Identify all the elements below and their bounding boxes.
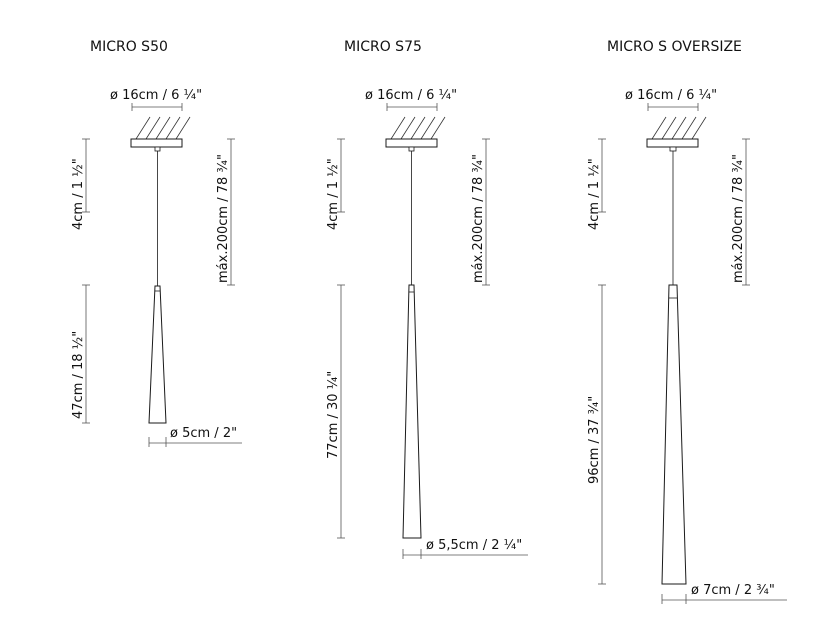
body-height-label: 96cm / 37 ¾" (587, 396, 602, 484)
cable-length-label: máx.200cm / 78 ¾" (471, 154, 486, 283)
ceiling-hatch (390, 116, 446, 140)
model-title: MICRO S50 (90, 39, 168, 55)
canopy-height-dimension-line (598, 138, 606, 213)
canopy-diameter-dimension-line (647, 103, 699, 111)
model-title: MICRO S OVERSIZE (607, 39, 742, 55)
canopy-diameter-label: ø 16cm / 6 ¼" (110, 88, 202, 103)
lamp-body (661, 284, 687, 585)
canopy-diameter-label: ø 16cm / 6 ¼" (365, 88, 457, 103)
canopy-height-dimension-line (337, 138, 345, 213)
body-diameter-dimension-line (661, 594, 787, 604)
body-diameter-label: ø 5cm / 2" (170, 426, 237, 441)
canopy (385, 138, 438, 148)
body-height-dimension-line (82, 284, 90, 424)
body-height-label: 47cm / 18 ½" (71, 331, 86, 419)
canopy-diameter-label: ø 16cm / 6 ¼" (625, 88, 717, 103)
model-micro-s50: MICRO S50 ø 16cm / 6 ¼" 4cm / 1 ½" (71, 39, 242, 447)
canopy-diameter-dimension-line (131, 103, 183, 111)
canopy-connector (669, 146, 677, 152)
body-diameter-dimension-line (402, 549, 528, 559)
cable-length-dimension-line (482, 138, 490, 286)
lamp-body (148, 285, 167, 424)
canopy-connector (154, 146, 161, 152)
model-micro-s-oversize: MICRO S OVERSIZE ø 16cm / 6 ¼" 4cm / 1 ½… (587, 39, 787, 604)
canopy-height-label: 4cm / 1 ½" (326, 158, 341, 230)
model-title: MICRO S75 (344, 39, 422, 55)
lamp-body (402, 284, 422, 539)
model-micro-s75: MICRO S75 ø 16cm / 6 ¼" 4cm / 1 ½" (326, 39, 528, 559)
cable-length-label: máx.200cm / 78 ¾" (731, 154, 746, 283)
body-diameter-label: ø 7cm / 2 ¾" (691, 583, 775, 598)
ceiling-hatch (651, 116, 707, 140)
canopy (130, 138, 183, 148)
body-diameter-dimension-line (148, 437, 242, 447)
body-height-dimension-line (598, 284, 606, 585)
canopy-connector (408, 146, 415, 152)
canopy-diameter-dimension-line (386, 103, 438, 111)
canopy (646, 138, 699, 148)
canopy-height-dimension-line (82, 138, 90, 213)
body-diameter-label: ø 5,5cm / 2 ¼" (426, 538, 522, 553)
canopy-height-label: 4cm / 1 ½" (587, 158, 602, 230)
body-height-dimension-line (337, 284, 345, 539)
ceiling-hatch (135, 116, 191, 140)
cable-length-label: máx.200cm / 78 ¾" (216, 154, 231, 283)
cable-length-dimension-line (227, 138, 235, 286)
canopy-height-label: 4cm / 1 ½" (71, 158, 86, 230)
cable-length-dimension-line (742, 138, 750, 286)
body-height-label: 77cm / 30 ¼" (326, 371, 341, 459)
